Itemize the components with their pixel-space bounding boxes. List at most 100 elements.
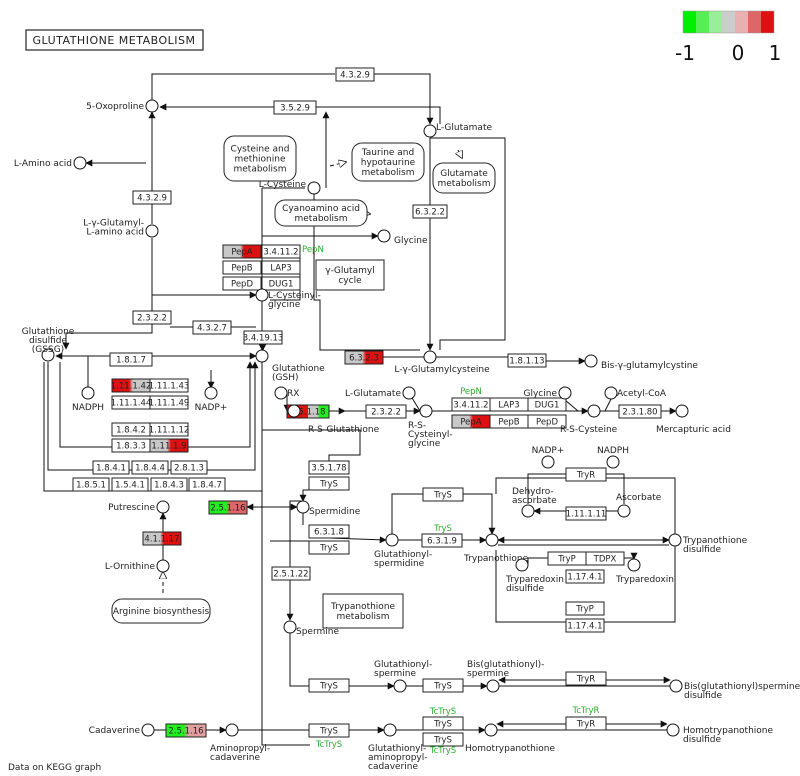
compound-homotrypanothione[interactable]: Homotrypanothione [465, 723, 555, 754]
enzyme-box-1-11-1-12[interactable]: 1.11.1.12 [149, 422, 190, 437]
map-link-arginine[interactable]: Arginine biosynthesis [111, 598, 211, 624]
enzyme-box-TryR[interactable]: TryR [565, 716, 607, 731]
enzyme-box-PepA[interactable]: PepA [451, 414, 491, 429]
enzyme-box-1-8-1-7[interactable]: 1.8.1.7 [109, 352, 153, 367]
compound-oxoproline[interactable]: 5-Oxoproline [86, 99, 159, 113]
enzyme-box-2-3-1-80[interactable]: 2.3.1.80 [618, 404, 662, 419]
enzyme-box-PepD[interactable]: PepD [222, 276, 262, 291]
enzyme-box-3-5-2-9[interactable]: 3.5.2.9 [273, 100, 317, 115]
compound-lglutamate_top[interactable]: L-Glutamate [423, 123, 492, 138]
enzyme-box-1-17-4-1[interactable]: 1.17.4.1 [565, 618, 605, 633]
enzyme-box-1-17-4-1[interactable]: 1.17.4.1 [565, 569, 605, 584]
enzyme-box-6-3-2-2[interactable]: 6.3.2.2 [412, 204, 448, 219]
compound-rscys[interactable]: R-S-Cysteine [560, 404, 618, 435]
enzyme-box-TryS[interactable]: TryS [308, 723, 350, 738]
enzyme-box-1-5-4-1[interactable]: 1.5.4.1 [111, 477, 149, 492]
compound-lglutamate_mid[interactable]: L-Glutamate [345, 386, 416, 400]
enzyme-box-TryR[interactable]: TryR [565, 671, 607, 686]
enzyme-box-4-3-2-7[interactable]: 4.3.2.7 [192, 320, 232, 335]
compound-tryparedoxin[interactable]: Tryparedoxin [615, 558, 674, 585]
enzyme-box-TryS[interactable]: TryS [308, 540, 350, 555]
compound-lgglucys[interactable]: L-γ-Glutamylcysteine [394, 350, 490, 375]
compound-lornithine[interactable]: L-Ornithine [105, 559, 170, 573]
compound-glutspermidine[interactable]: Glutathionyl-spermidine [374, 533, 432, 569]
compound-trypanothione[interactable]: Trypanothione [463, 533, 529, 564]
compound-cysgly[interactable]: L-Cysteinyl-glycine [255, 288, 321, 310]
enzyme-box-2-3-2-2[interactable]: 2.3.2.2 [365, 404, 407, 419]
enzyme-box-TryP[interactable]: TryP [565, 601, 605, 616]
enzyme-box-TryS[interactable]: TryS [308, 678, 350, 693]
compound-glutspermine[interactable]: Glutathionyl-spermine [374, 660, 432, 693]
compound-gsh[interactable]: Glutathione(GSH) [255, 349, 325, 383]
enzyme-box-2-5-1-16[interactable]: 2.5.1.16 [208, 500, 248, 515]
enzyme-box-1-8-1-13[interactable]: 1.8.1.13 [507, 353, 547, 368]
compound-nadph1[interactable]: NADPH [72, 386, 104, 413]
enzyme-box-3-4-19-13[interactable]: 3.4.19.13 [243, 330, 284, 345]
compound-acetylcoa[interactable]: Acetyl-CoA [604, 386, 667, 400]
enzyme-box-1-11-1-49[interactable]: 1.11.1.49 [149, 395, 190, 410]
compound-lamino[interactable]: L-Amino acid [14, 156, 87, 170]
compound-lcysteine[interactable]: L-Cysteine [259, 180, 321, 195]
enzyme-box-3-5-1-78[interactable]: 3.5.1.78 [308, 460, 350, 475]
enzyme-box-DUG1[interactable]: DUG1 [527, 397, 567, 412]
enzyme-box-1-8-4-2[interactable]: 1.8.4.2 [111, 422, 151, 437]
enzyme-box-PepB[interactable]: PepB [489, 414, 529, 429]
compound-glycine2[interactable]: Glycine [524, 386, 572, 400]
enzyme-box-TryP[interactable]: TryP [547, 551, 587, 566]
enzyme-box-4-3-2-9[interactable]: 4.3.2.9 [335, 67, 375, 82]
enzyme-box-1-8-5-1[interactable]: 1.8.5.1 [72, 477, 110, 492]
enzyme-box-PepD[interactable]: PepD [527, 414, 567, 429]
enzyme-box-TryS[interactable]: TryS [422, 732, 464, 747]
compound-bisglutspermine[interactable]: Bis(glutathionyl)-spermine [467, 660, 544, 693]
compound-spermine[interactable]: Spermine [283, 620, 339, 637]
enzyme-box-TryS[interactable]: TryS [422, 678, 464, 693]
compound-spermidine[interactable]: Spermidine [296, 500, 361, 517]
enzyme-box-LAP3[interactable]: LAP3 [489, 397, 529, 412]
compound-nadp2[interactable]: NADP+ [532, 446, 565, 469]
enzyme-box-TryS[interactable]: TryS [422, 716, 464, 731]
enzyme-box-1-11-1-11[interactable]: 1.11.1.11 [565, 506, 607, 521]
enzyme-box-TryR[interactable]: TryR [565, 467, 607, 482]
enzyme-box-TDPX[interactable]: TDPX [585, 551, 625, 566]
enzyme-box-LAP3[interactable]: LAP3 [261, 260, 301, 275]
compound-putrescine[interactable]: Putrescine [108, 500, 170, 514]
compound-nadph2[interactable]: NADPH [597, 446, 629, 469]
compound-glutaminopropylcad[interactable]: Glutathionyl-aminopropyl-cadaverine [368, 723, 428, 772]
enzyme-box-1-8-3-3[interactable]: 1.8.3.3 [111, 438, 151, 453]
enzyme-box-1-8-4-4[interactable]: 1.8.4.4 [131, 460, 169, 475]
enzyme-box-1-11-1-9[interactable]: 1.11.1.9 [149, 438, 189, 453]
enzyme-box-2-8-1-3[interactable]: 2.8.1.3 [170, 460, 208, 475]
enzyme-box-1-8-4-1[interactable]: 1.8.4.1 [92, 460, 130, 475]
compound-rscysgly[interactable]: R-S-Cysteinyl-glycine [408, 404, 453, 449]
enzyme-box-2-5-1-16[interactable]: 2.5.1.16 [165, 723, 207, 738]
compound-glycine[interactable]: Glycine [377, 229, 428, 246]
enzyme-box-2-3-2-2[interactable]: 2.3.2.2 [132, 310, 172, 325]
compound-ascorbate[interactable]: Ascorbate [616, 493, 662, 518]
compound-rx[interactable]: RX [274, 386, 299, 400]
enzyme-box-PepA[interactable]: PepA [222, 244, 262, 259]
compound-nadp1[interactable]: NADP+ [195, 386, 228, 413]
enzyme-box-6-3-2-3[interactable]: 6.3.2.3 [344, 350, 384, 365]
compound-dehydroasc[interactable]: Dehydro-ascorbate [512, 487, 557, 518]
enzyme-box-2-5-1-22[interactable]: 2.5.1.22 [271, 566, 311, 581]
enzyme-box-4-3-2-9[interactable]: 4.3.2.9 [132, 190, 172, 205]
compound-aminopropylcad[interactable]: Aminopropyl-cadaverine [210, 723, 270, 763]
enzyme-box-1-8-4-7[interactable]: 1.8.4.7 [188, 477, 226, 492]
enzyme-box-3-4-11-2[interactable]: 3.4.11.2 [261, 244, 301, 259]
compound-bisgglu[interactable]: Bis-γ-glutamylcystine [584, 354, 698, 371]
enzyme-box-1-8-4-3[interactable]: 1.8.4.3 [150, 477, 188, 492]
enzyme-box-PepB[interactable]: PepB [222, 260, 262, 275]
compound-cadaverine[interactable]: Cadaverine [89, 723, 155, 737]
enzyme-box-3-4-11-2[interactable]: 3.4.11.2 [451, 397, 491, 412]
enzyme-box-TryS[interactable]: TryS [422, 487, 464, 502]
